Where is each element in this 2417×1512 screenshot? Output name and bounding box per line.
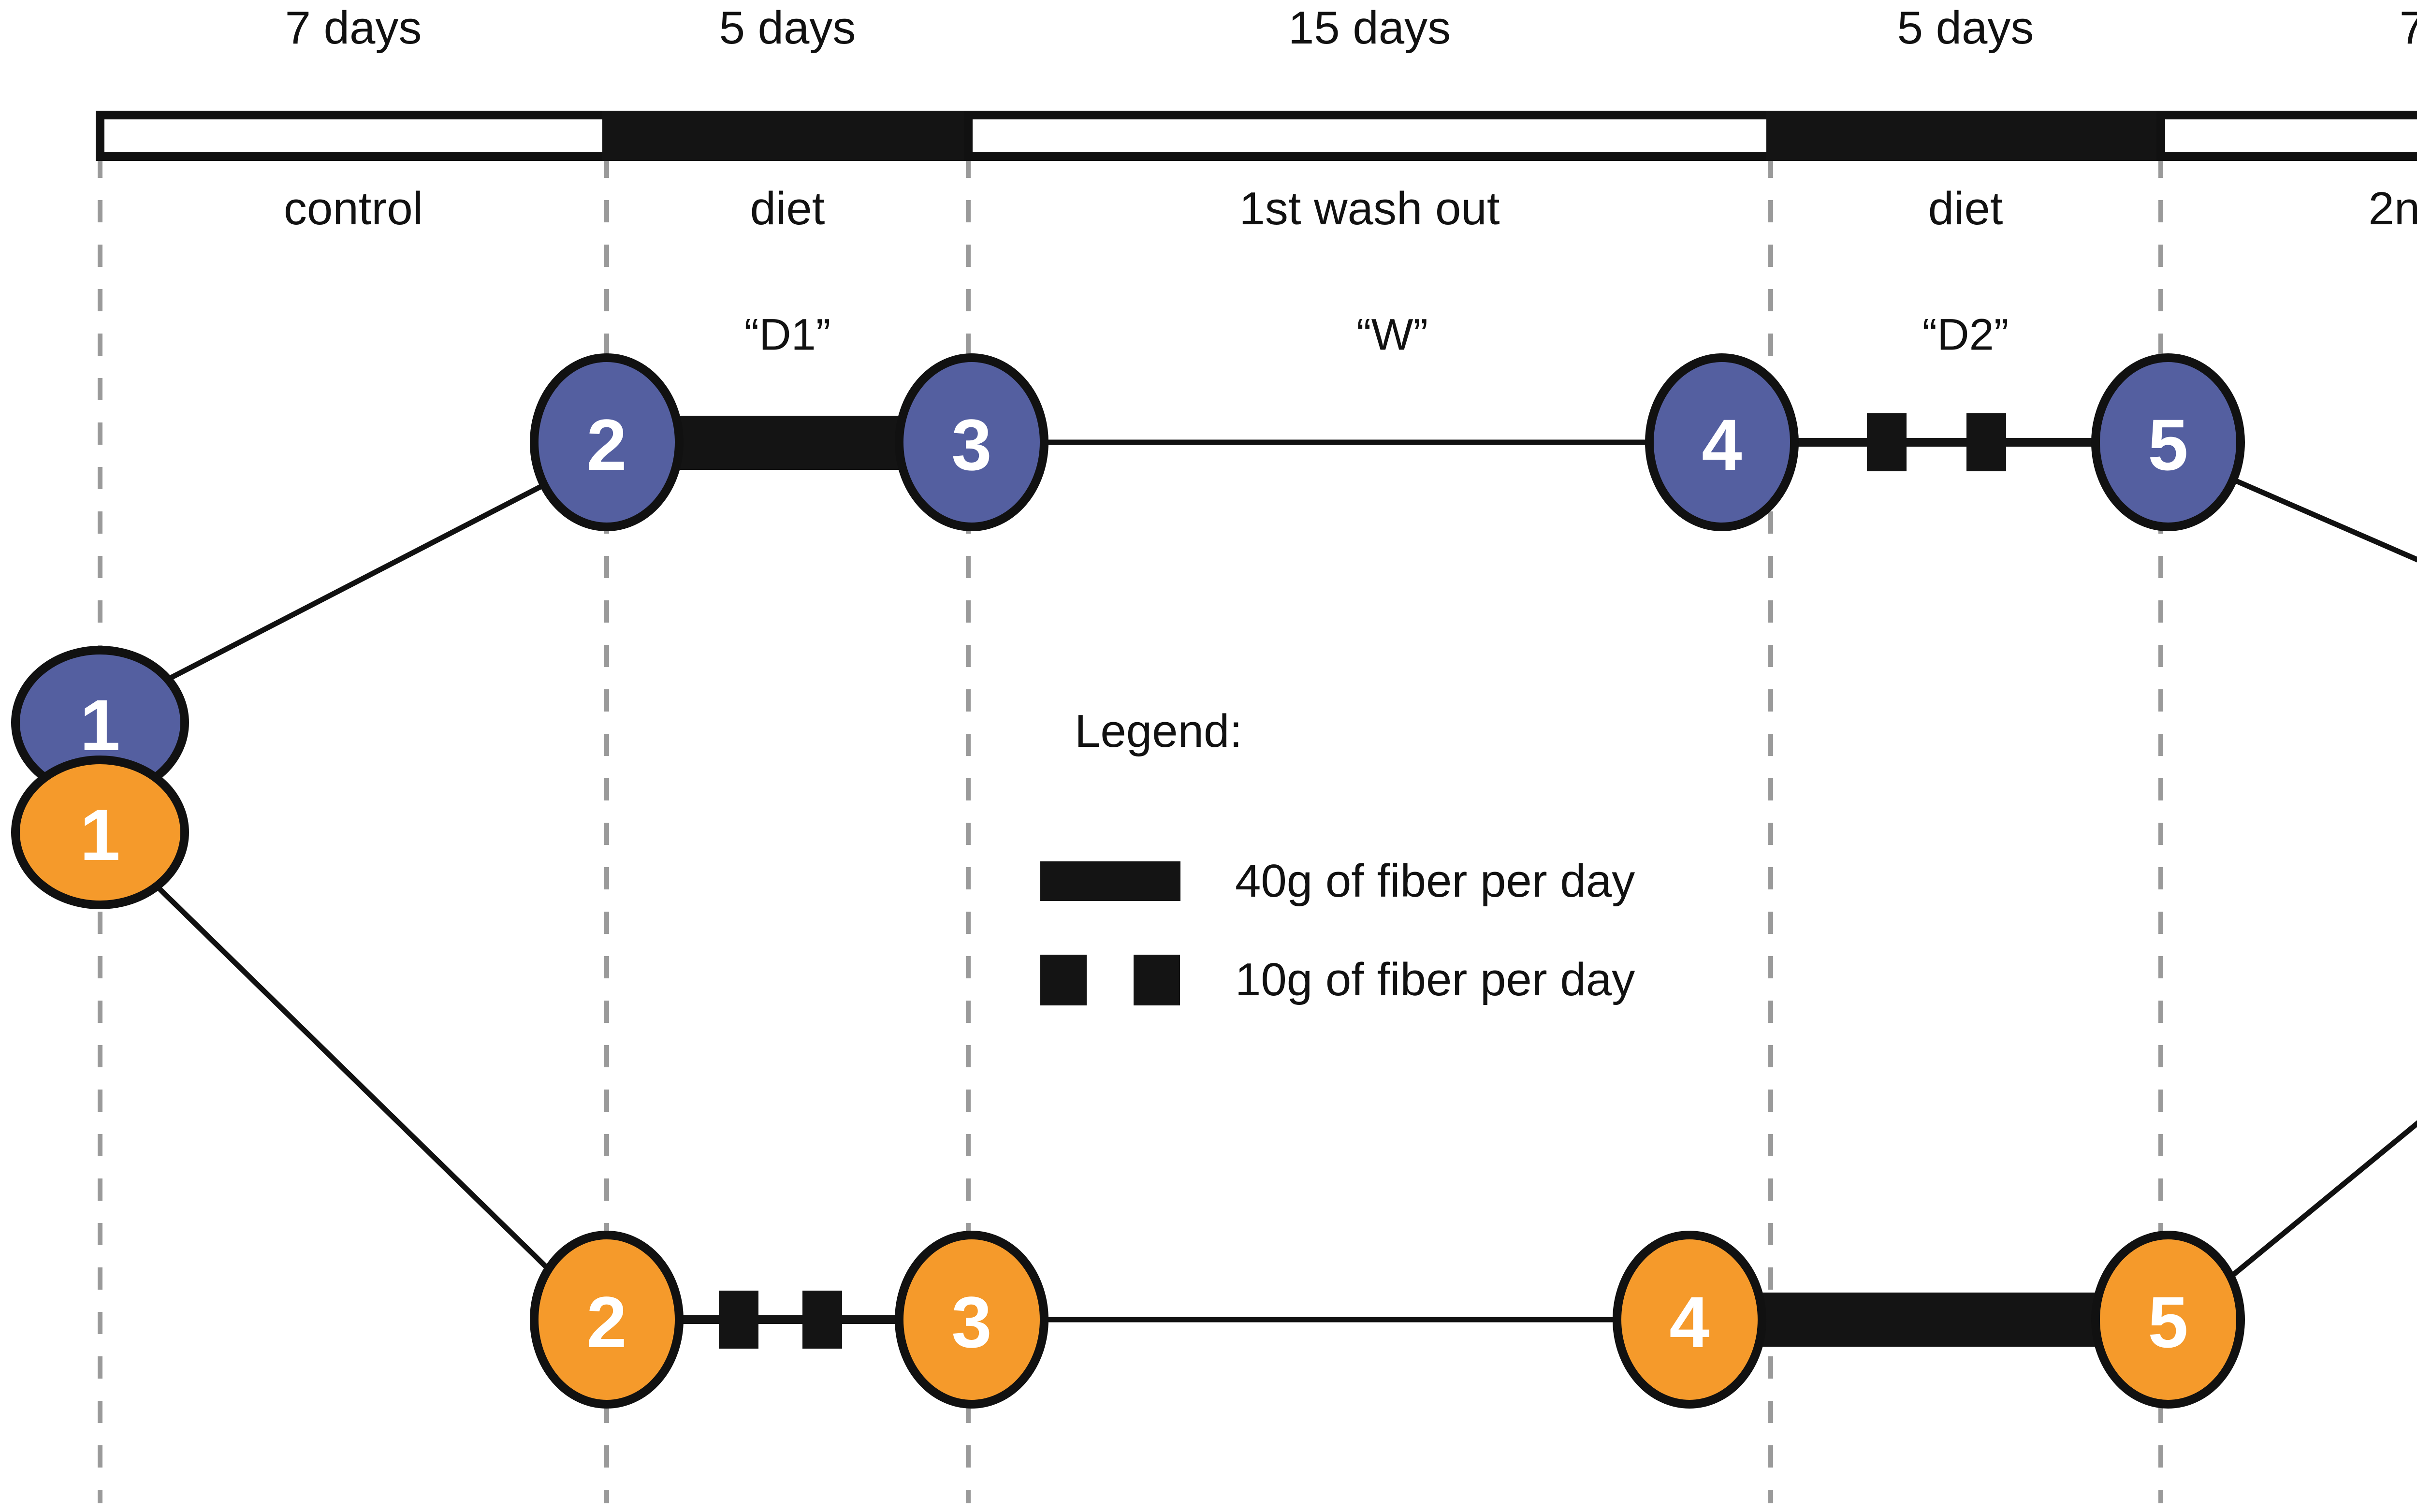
node-b-2[interactable]: 2 xyxy=(530,1231,684,1409)
phase-label-washout2: 2nd wash out xyxy=(2368,183,2417,234)
duration-label-washout2: 7 days xyxy=(2400,1,2417,55)
legend-swatches xyxy=(1040,861,1180,1005)
link-b-2-3-dash-2 xyxy=(802,1291,842,1349)
node-b-4[interactable]: 4 xyxy=(1613,1231,1766,1409)
phase-code-washout1: “W” xyxy=(1356,310,1428,360)
phase-code-diet1: “D1” xyxy=(744,310,831,360)
phase-label-diet1: diet xyxy=(750,183,825,234)
duration-label-washout1: 15 days xyxy=(1288,2,1451,54)
node-a-1[interactable]: 1 xyxy=(11,646,189,800)
node-a-2[interactable]: 2 xyxy=(530,353,684,531)
legend-title: Legend: xyxy=(1075,705,1243,757)
link-b-4-5-solid-bar xyxy=(1733,1293,2120,1347)
duration-label-control: 7 days xyxy=(285,2,422,54)
link-a-1-2 xyxy=(134,469,572,698)
link-a-4-5-dash-2 xyxy=(1966,413,2006,471)
phase-code-diet2: “D2” xyxy=(1922,310,2009,360)
node-b-2-label: 2 xyxy=(586,1281,626,1363)
legend-swatch-solid-bar xyxy=(1040,861,1180,901)
node-a-3-label: 3 xyxy=(951,404,991,485)
node-a-5[interactable]: 5 xyxy=(2091,353,2245,531)
timeline-segment-diet2 xyxy=(1766,111,2165,161)
timeline-bar xyxy=(96,111,2417,161)
phase-label-control: control xyxy=(283,183,423,234)
link-a-4-5-dash-1 xyxy=(1867,413,1907,471)
legend-swatch-dashed-2 xyxy=(1134,955,1180,1005)
node-b-1[interactable]: 1 xyxy=(11,756,189,909)
node-b-3[interactable]: 3 xyxy=(895,1231,1048,1409)
legend-item-40g: 40g of fiber per day xyxy=(1235,855,1635,907)
node-a-4-label: 4 xyxy=(1702,404,1742,485)
node-b-5-label: 5 xyxy=(2148,1281,2188,1363)
arm-a-connectors xyxy=(134,413,2417,698)
node-b-3-label: 3 xyxy=(951,1281,991,1363)
link-a-2-3-solid-bar xyxy=(655,416,926,470)
duration-label-diet1: 5 days xyxy=(719,2,856,54)
timeline-segment-control xyxy=(96,111,611,161)
node-a-3[interactable]: 3 xyxy=(895,353,1048,531)
node-b-4-label: 4 xyxy=(1669,1281,1709,1363)
phase-label-washout1: 1st wash out xyxy=(1239,183,1500,234)
node-a-5-label: 5 xyxy=(2148,404,2188,485)
phase-label-diet2: diet xyxy=(1928,183,2003,234)
legend-swatch-dashed-1 xyxy=(1040,955,1087,1005)
node-a-4[interactable]: 4 xyxy=(1645,353,1799,531)
legend-item-10g: 10g of fiber per day xyxy=(1235,954,1635,1005)
duration-label-diet2: 5 days xyxy=(1897,2,2034,54)
node-b-1-label: 1 xyxy=(80,794,120,875)
node-b-5[interactable]: 5 xyxy=(2091,1231,2245,1409)
link-a-5-6 xyxy=(2213,468,2417,563)
node-a-1-label: 1 xyxy=(80,684,120,766)
timeline-segment-diet1 xyxy=(602,111,973,161)
arm-a-nodes[interactable]: 1 2 3 4 5 6 xyxy=(11,353,2417,800)
arm-b-connectors xyxy=(133,863,2417,1349)
timeline-segment-washout1 xyxy=(964,111,1775,161)
arm-b-nodes[interactable]: 1 2 3 4 5 6 xyxy=(11,756,2417,1409)
link-b-2-3-dash-1 xyxy=(719,1291,758,1349)
timeline-segment-washout2 xyxy=(2156,111,2417,161)
link-b-5-6 xyxy=(2212,1120,2417,1293)
link-b-1-2 xyxy=(133,863,572,1293)
node-a-2-label: 2 xyxy=(586,404,626,485)
